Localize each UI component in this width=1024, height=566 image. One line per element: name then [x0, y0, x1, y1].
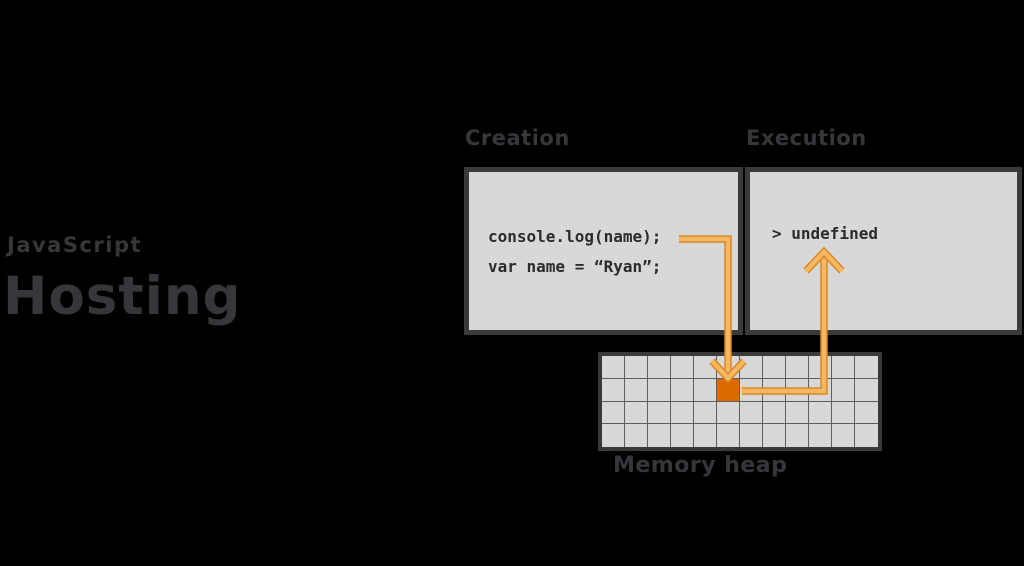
heap-cell	[740, 401, 763, 425]
heap-cell	[763, 378, 786, 402]
heap-cell	[717, 401, 740, 425]
heap-cell	[763, 356, 786, 379]
heap-cell	[717, 424, 740, 447]
heap-cell	[809, 401, 832, 425]
heap-cell	[786, 356, 809, 379]
heap-cell	[671, 401, 694, 425]
creation-phase-label: Creation	[465, 126, 570, 150]
creation-panel: console.log(name); var name = “Ryan”;	[464, 167, 743, 335]
heap-cell	[671, 378, 694, 402]
heap-cell	[740, 424, 763, 447]
heap-cell	[717, 356, 740, 379]
heap-cell	[671, 424, 694, 447]
heap-cell-highlighted	[717, 378, 740, 402]
heap-cell	[625, 401, 648, 425]
heap-cell	[832, 424, 855, 447]
heap-cell	[694, 424, 717, 447]
code-line-var-declaration: var name = “Ryan”;	[488, 257, 662, 276]
heap-cell	[648, 424, 671, 447]
heap-cell	[809, 424, 832, 447]
heap-cell	[832, 378, 855, 402]
javascript-kicker: JavaScript	[7, 233, 143, 257]
heap-cell	[602, 378, 625, 402]
heap-cell	[648, 356, 671, 379]
heap-cell	[855, 379, 878, 402]
heap-cell	[648, 401, 671, 425]
execution-panel: > undefined	[745, 167, 1022, 335]
heap-cell	[602, 424, 625, 447]
heap-cell	[694, 378, 717, 402]
heap-cell	[648, 378, 671, 402]
heap-cell	[602, 401, 625, 425]
heap-cell	[763, 401, 786, 425]
memory-heap-label: Memory heap	[613, 453, 788, 478]
heap-cell	[625, 378, 648, 402]
heap-cell	[855, 356, 878, 379]
heap-cell	[786, 378, 809, 402]
heap-cell	[809, 378, 832, 402]
console-output-undefined: > undefined	[772, 224, 878, 243]
heap-cell	[786, 424, 809, 447]
heap-cell	[855, 402, 878, 425]
heap-cell	[786, 401, 809, 425]
heap-cell	[740, 356, 763, 379]
heap-cell	[740, 378, 763, 402]
heap-cell	[602, 356, 625, 379]
heap-cell	[694, 401, 717, 425]
heap-cell	[694, 356, 717, 379]
code-line-console-log: console.log(name);	[488, 227, 662, 246]
heap-cell	[625, 356, 648, 379]
heap-cell	[832, 356, 855, 379]
heap-cell	[671, 356, 694, 379]
heap-cell	[809, 356, 832, 379]
heap-cell	[832, 401, 855, 425]
execution-phase-label: Execution	[746, 126, 867, 150]
heap-cell	[763, 424, 786, 447]
heap-cell	[855, 424, 878, 447]
heap-cell	[625, 424, 648, 447]
page-title: Hosting	[3, 266, 242, 327]
memory-heap-grid	[598, 352, 882, 451]
